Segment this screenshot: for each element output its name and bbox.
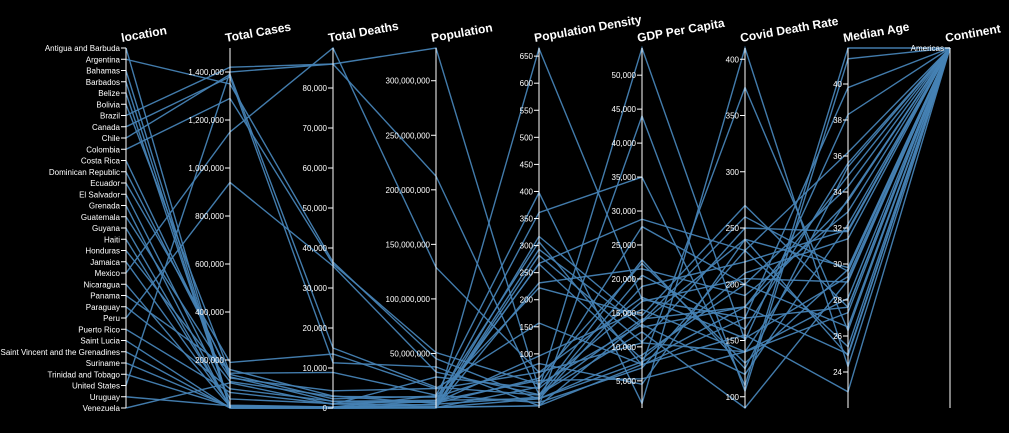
tick-label-gdp: 45,000	[612, 105, 637, 114]
tick-label-cdr: 400	[726, 55, 740, 64]
tick-label-deaths: 50,000	[303, 204, 328, 213]
tick-label-location: Jamaica	[90, 258, 120, 267]
tick-label-density: 200	[520, 296, 534, 305]
tick-label-location: Guyana	[92, 224, 121, 233]
tick-label-location: Dominican Republic	[49, 168, 120, 177]
tick-label-age: 30	[833, 260, 842, 269]
axis-location: Antigua and BarbudaArgentinaBahamasBarba…	[1, 23, 168, 413]
tick-label-location: Haiti	[104, 235, 120, 244]
tick-label-density: 350	[520, 215, 534, 224]
tick-label-gdp: 10,000	[612, 343, 637, 352]
tick-label-age: 28	[833, 296, 842, 305]
tick-label-age: 26	[833, 332, 842, 341]
tick-label-age: 24	[833, 368, 842, 377]
tick-label-density: 600	[520, 79, 534, 88]
tick-label-cases: 1,400,000	[188, 68, 224, 77]
tick-label-cases: 1,000,000	[188, 164, 224, 173]
tick-label-cdr: 250	[726, 224, 740, 233]
tick-label-location: United States	[72, 382, 120, 391]
tick-label-gdp: 5,000	[616, 377, 637, 386]
tick-label-location: Ecuador	[90, 179, 120, 188]
tick-label-population: 150,000,000	[386, 240, 431, 249]
tick-label-population: 100,000,000	[386, 295, 431, 304]
tick-label-deaths: 40,000	[303, 244, 328, 253]
tick-label-location: Saint Vincent and the Grenadines	[1, 348, 121, 357]
tick-label-cdr: 150	[726, 337, 740, 346]
tick-label-location: Trinidad and Tobago	[48, 370, 121, 379]
tick-label-location: Bahamas	[86, 67, 120, 76]
tick-label-location: Chile	[102, 134, 121, 143]
tick-label-gdp: 15,000	[612, 309, 637, 318]
tick-label-age: 34	[833, 188, 842, 197]
tick-label-location: Venezuela	[83, 404, 121, 413]
tick-label-age: 38	[833, 116, 842, 125]
tick-label-gdp: 30,000	[612, 207, 637, 216]
tick-label-age: 40	[833, 80, 842, 89]
tick-label-deaths: 10,000	[303, 364, 328, 373]
tick-label-population: 200,000,000	[386, 186, 431, 195]
tick-label-location: Barbados	[86, 78, 120, 87]
tick-label-location: Bolivia	[96, 100, 120, 109]
tick-label-deaths: 60,000	[303, 164, 328, 173]
tick-label-deaths: 70,000	[303, 124, 328, 133]
tick-label-cdr: 300	[726, 168, 740, 177]
tick-label-cdr: 200	[726, 280, 740, 289]
tick-label-location: Costa Rica	[81, 157, 121, 166]
tick-label-gdp: 20,000	[612, 275, 637, 284]
tick-label-location: Mexico	[95, 269, 121, 278]
tick-label-location: Canada	[92, 123, 121, 132]
tick-label-density: 250	[520, 269, 534, 278]
tick-label-cases: 600,000	[195, 260, 224, 269]
tick-label-location: Brazil	[100, 112, 120, 121]
tick-label-density: 500	[520, 133, 534, 142]
tick-label-density: 150	[520, 323, 534, 332]
tick-label-population: 50,000,000	[390, 349, 431, 358]
tick-label-density: 450	[520, 160, 534, 169]
tick-label-age: 36	[833, 152, 842, 161]
tick-label-gdp: 25,000	[612, 241, 637, 250]
tick-label-location: Belize	[98, 89, 120, 98]
tick-label-location: Puerto Rico	[78, 325, 120, 334]
tick-label-location: Peru	[103, 314, 120, 323]
tick-label-location: Paraguay	[86, 303, 120, 312]
tick-label-location: Grenada	[89, 202, 121, 211]
tick-label-deaths: 0	[323, 404, 328, 413]
tick-label-location: Saint Lucia	[80, 337, 120, 346]
tick-label-location: El Salvador	[79, 190, 120, 199]
tick-label-cases: 200,000	[195, 356, 224, 365]
tick-label-continent: Americas	[911, 44, 944, 53]
tick-label-age: 32	[833, 224, 842, 233]
tick-label-gdp: 40,000	[612, 139, 637, 148]
tick-label-density: 650	[520, 52, 534, 61]
tick-label-location: Nicaragua	[84, 280, 121, 289]
tick-label-cdr: 350	[726, 112, 740, 121]
tick-label-location: Panama	[90, 292, 120, 301]
tick-label-cases: 1,200,000	[188, 116, 224, 125]
tick-label-deaths: 30,000	[303, 284, 328, 293]
tick-label-cdr: 100	[726, 393, 740, 402]
tick-label-cases: 800,000	[195, 212, 224, 221]
tick-label-population: 250,000,000	[386, 131, 431, 140]
tick-label-density: 550	[520, 106, 534, 115]
tick-label-density: 100	[520, 350, 534, 359]
tick-label-location: Uruguay	[90, 393, 120, 402]
tick-label-population: 300,000,000	[386, 77, 431, 86]
tick-label-location: Antigua and Barbuda	[45, 44, 121, 53]
tick-label-deaths: 80,000	[303, 84, 328, 93]
tick-label-location: Honduras	[85, 247, 120, 256]
tick-label-density: 400	[520, 187, 534, 196]
tick-label-location: Suriname	[86, 359, 121, 368]
tick-label-location: Colombia	[86, 145, 120, 154]
tick-label-cases: 400,000	[195, 308, 224, 317]
tick-label-gdp: 35,000	[612, 173, 637, 182]
tick-label-density: 300	[520, 242, 534, 251]
tick-label-location: Argentina	[86, 55, 121, 64]
tick-label-gdp: 50,000	[612, 71, 637, 80]
tick-label-deaths: 20,000	[303, 324, 328, 333]
tick-label-location: Guatemala	[81, 213, 121, 222]
